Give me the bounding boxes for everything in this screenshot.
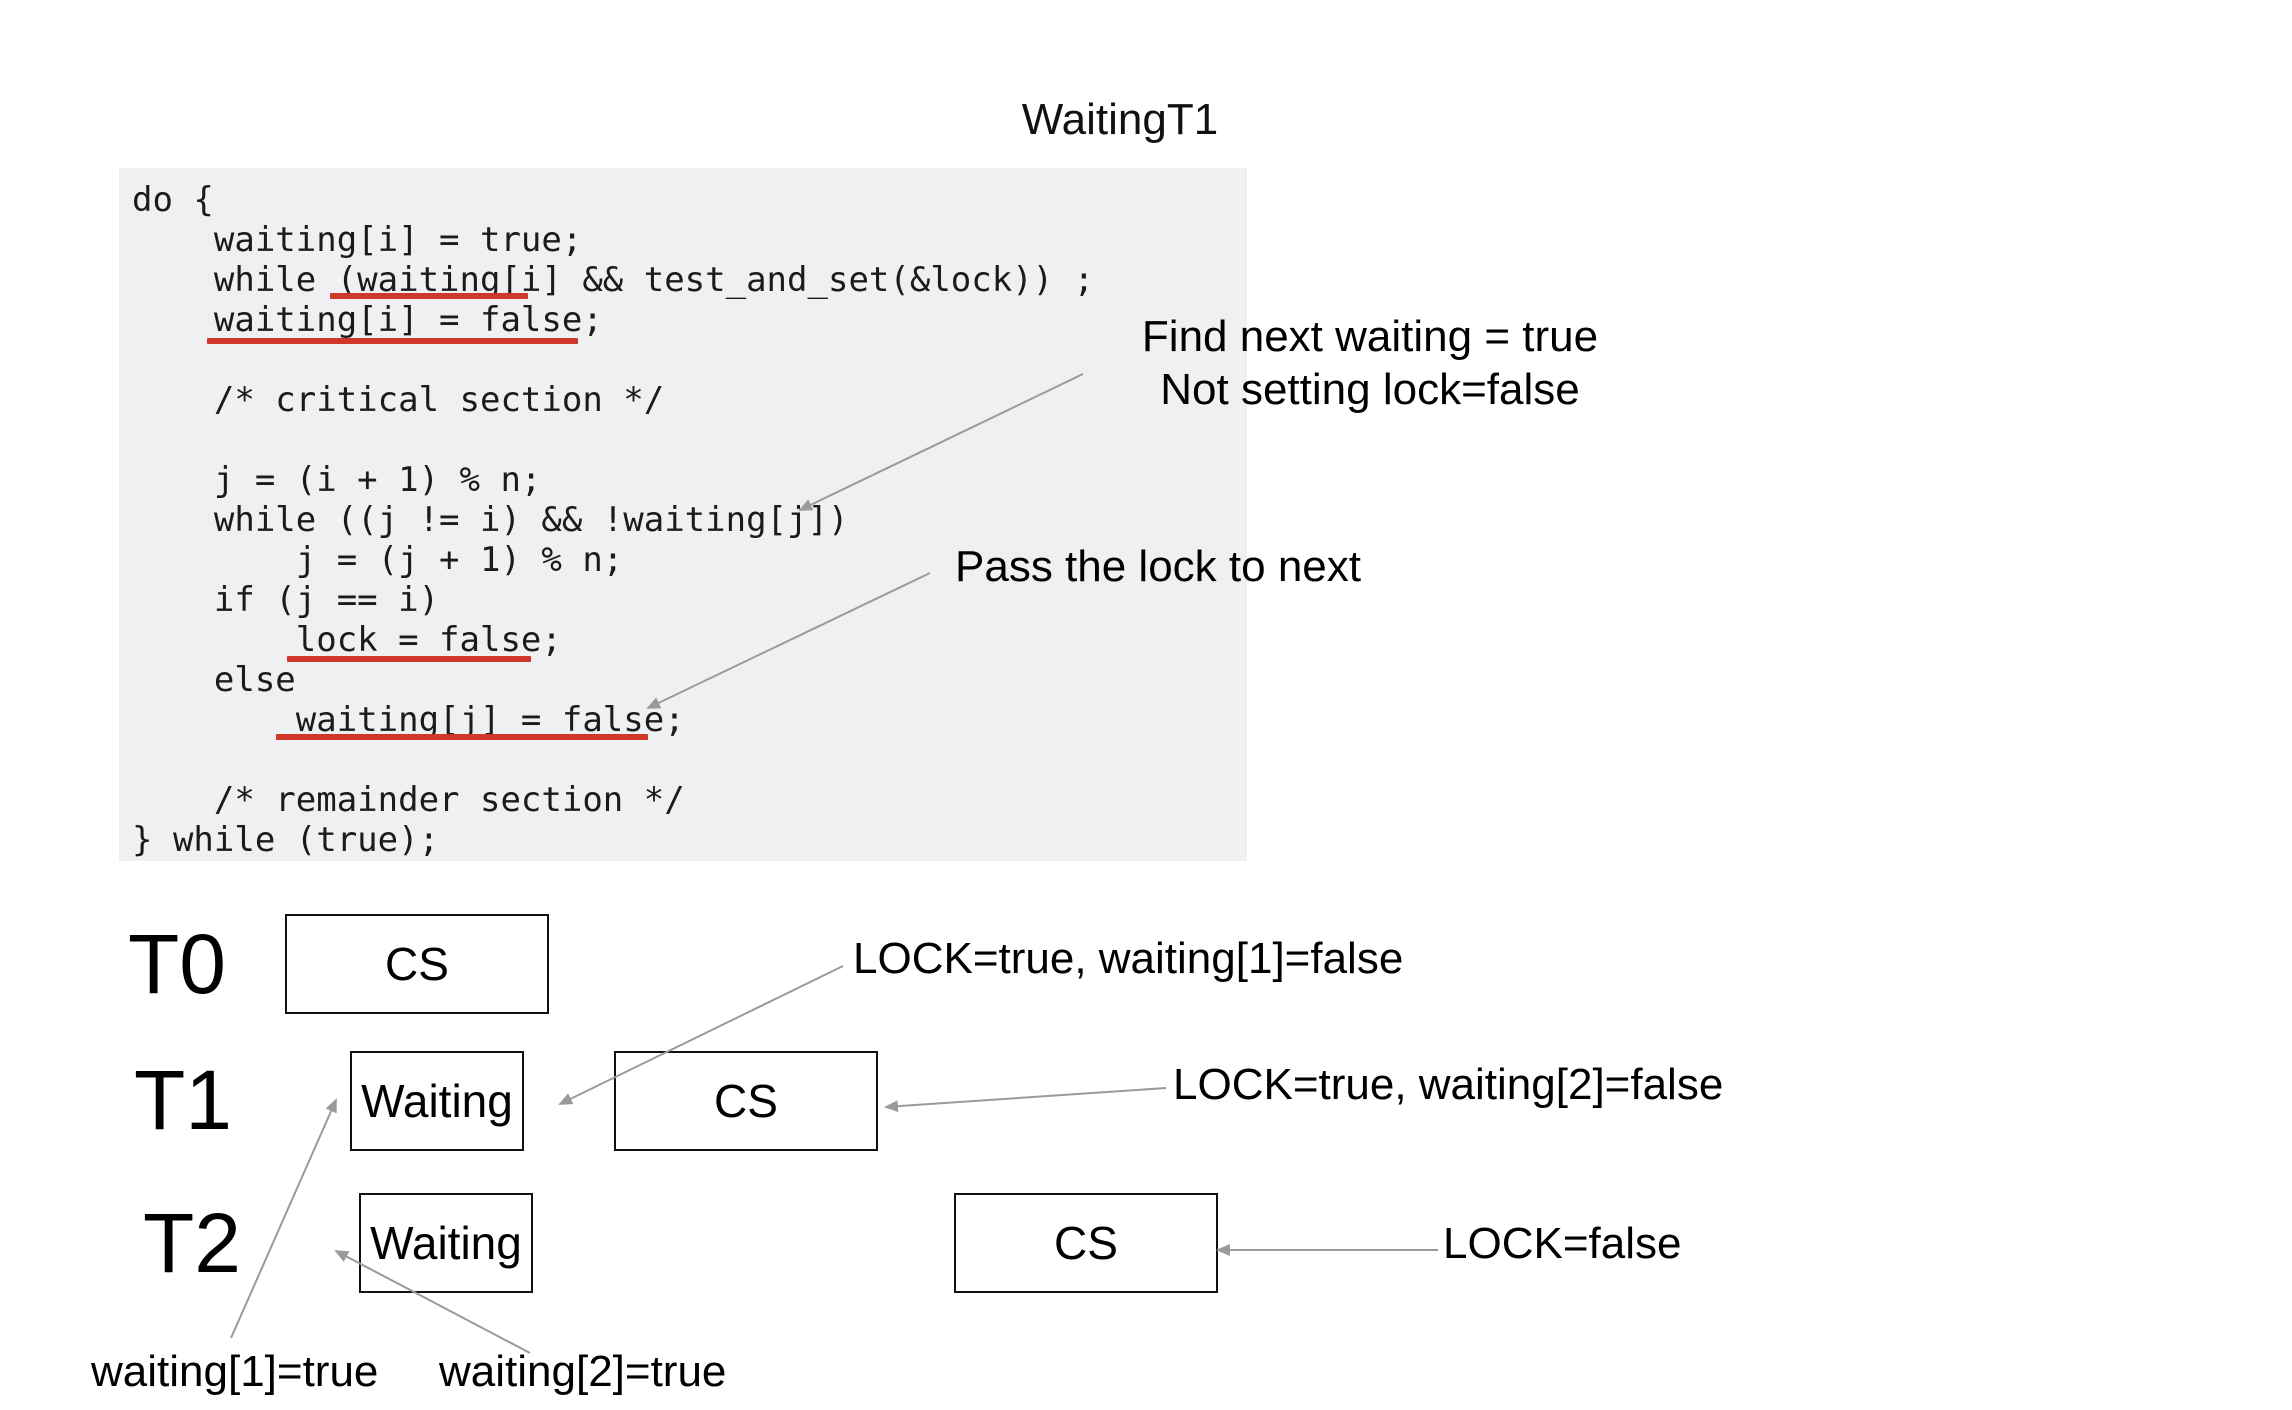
code-line: waiting[j] = false; [132,700,685,740]
t0-cs-box: CS [285,914,549,1014]
t1-cs-box: CS [614,1051,878,1151]
label-lock-waiting2-false: LOCK=true, waiting[2]=false [1173,1060,1724,1109]
arrow-pass-lock [646,572,931,709]
thread-label-t0: T0 [128,917,227,1011]
arrow-find-next [798,373,1084,511]
label-lock-waiting1-false: LOCK=true, waiting[1]=false [853,934,1404,983]
arrow-waiting1-true [230,1098,337,1339]
code-line: j = (i + 1) % n; [132,460,542,500]
arrow-lock-waiting2 [884,1087,1167,1113]
code-line: /* remainder section */ [132,780,685,820]
code-panel [119,168,1247,861]
t2-cs-box: CS [954,1193,1218,1293]
code-line: else [132,660,296,700]
slide-title: WaitingT1 [1021,95,1219,144]
label-lock-false: LOCK=false [1443,1219,1682,1268]
code-line: if (j == i) [132,580,440,620]
t2-waiting-box: Waiting [359,1193,533,1293]
t1-waiting-box: Waiting [350,1051,524,1151]
code-line: waiting[i] = true; [132,220,583,260]
code-line: } while (true); [132,820,440,860]
annotation-pass-lock: Pass the lock to next [955,542,1361,591]
thread-label-t1: T1 [134,1053,233,1147]
underline-waiting-i-false [207,338,578,344]
thread-label-t2: T2 [143,1196,242,1290]
underline-waiting-i-while [330,293,528,299]
label-waiting1-true: waiting[1]=true [91,1347,379,1396]
label-waiting2-true: waiting[2]=true [439,1347,727,1396]
code-line: waiting[i] = false; [132,300,603,340]
code-line: do { [132,180,214,220]
underline-lock-false [287,656,531,662]
underline-waiting-j-false [276,734,648,740]
arrow-waiting2-true [334,1250,531,1354]
annotation-find-next: Find next waiting = true Not setting loc… [1141,312,1599,414]
code-line: j = (j + 1) % n; [132,540,624,580]
arrow-lock-waiting1 [558,965,844,1105]
code-line: while ((j != i) && !waiting[j]) [132,500,849,540]
code-line: lock = false; [132,620,562,660]
code-line: /* critical section */ [132,380,665,420]
